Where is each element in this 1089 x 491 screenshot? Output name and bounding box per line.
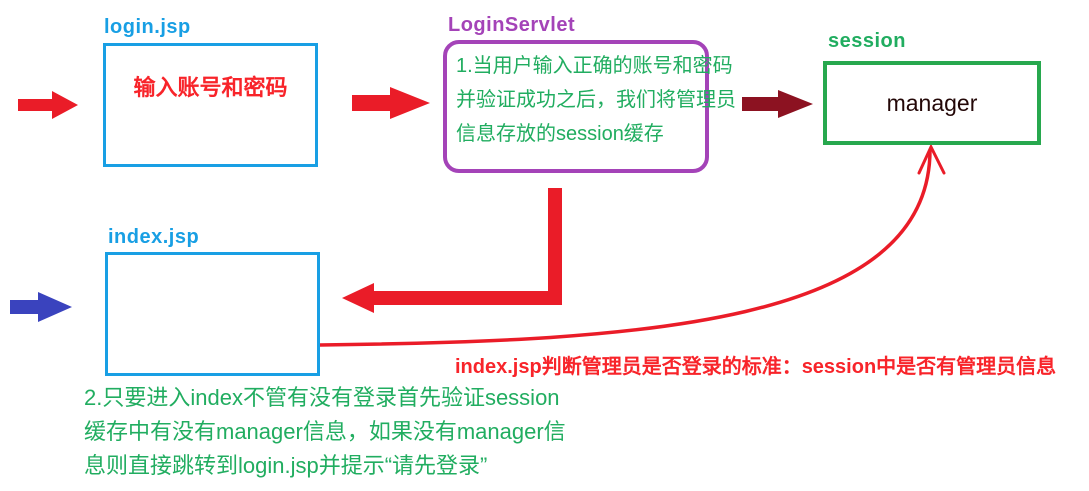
login-servlet-label: LoginServlet <box>448 14 576 36</box>
note-line: 2.只要进入index不管有没有登录首先验证session <box>84 385 560 410</box>
login-jsp-label: login.jsp <box>104 16 191 38</box>
arrow-right-icon <box>742 90 813 118</box>
elbow-arrow-icon <box>342 188 562 313</box>
login-box-text: 输入账号和密码 <box>133 75 288 100</box>
index-jsp-box <box>105 252 320 376</box>
manager-text: manager <box>886 89 978 116</box>
session-label: session <box>828 30 906 52</box>
servlet-text-line: 并验证成功之后，我们将管理员 <box>456 89 736 111</box>
session-box: manager <box>823 61 1041 145</box>
index-jsp-label: index.jsp <box>108 226 200 248</box>
criteria-annotation: index.jsp判断管理员是否登录的标准：session中是否有管理员信息 <box>455 356 1057 378</box>
note-line: 息则直接跳转到login.jsp并提示“请先登录” <box>84 453 488 478</box>
arrow-right-icon <box>10 292 72 322</box>
note-line: 缓存中有没有manager信息，如果没有manager信 <box>84 419 566 444</box>
login-servlet-box <box>443 40 709 173</box>
servlet-text-line: 1.当用户输入正确的账号和密码 <box>456 55 733 77</box>
index-note: 2.只要进入index不管有没有登录首先验证session 缓存中有没有mana… <box>84 381 566 483</box>
servlet-text-line: 信息存放的session缓存 <box>456 123 664 145</box>
arrow-right-icon <box>18 91 78 119</box>
arrow-right-icon <box>352 87 430 119</box>
curve-connector <box>319 149 932 347</box>
login-servlet-text: 1.当用户输入正确的账号和密码 并验证成功之后，我们将管理员 信息存放的sess… <box>456 49 736 151</box>
curve-arrowhead-icon <box>917 143 946 175</box>
login-jsp-box <box>103 43 318 167</box>
